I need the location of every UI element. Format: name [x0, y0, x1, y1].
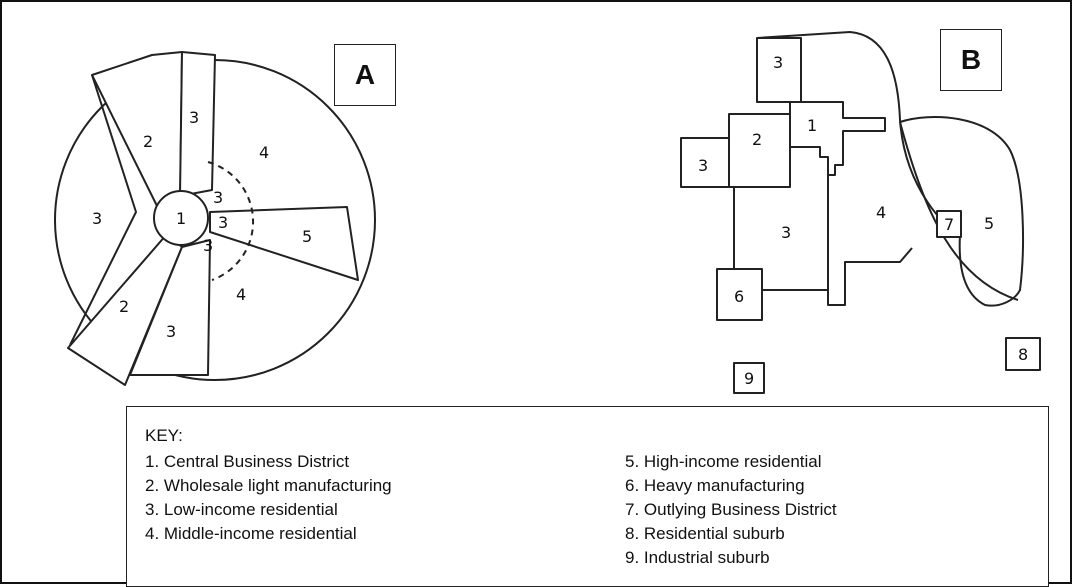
model-a-zone-2-bottom: 2 [119, 297, 129, 316]
model-b-zone-9-box [733, 362, 765, 394]
model-b-zone-9: 9 [744, 369, 754, 388]
model-b-zone-7-box [936, 210, 962, 238]
key-item: 1. Central Business District [145, 452, 350, 471]
model-a-zone-1: 1 [176, 209, 186, 228]
model-a-zone-3-top: 3 [189, 108, 199, 127]
model-a-sector-3-top [179, 51, 216, 197]
key-title: KEY: [145, 426, 183, 445]
model-a-zone-4-upper: 4 [259, 143, 269, 162]
model-b-zone-8-box [1005, 337, 1041, 371]
model-a-zone-3-ring-lower: 3 [203, 236, 213, 255]
key-item: 5. High-income residential [625, 452, 822, 471]
model-a-zone-5: 5 [302, 227, 312, 246]
model-b-zone-6: 6 [734, 287, 744, 306]
key-item: 2. Wholesale light manufacturing [145, 476, 392, 495]
model-a-cbd-circle [153, 190, 209, 246]
model-b-zone-3-east-edge [762, 175, 829, 291]
model-b-zone-3-left: 3 [698, 156, 708, 175]
model-a-zone-3-bottom: 3 [166, 322, 176, 341]
model-b-zone-7: 7 [944, 215, 954, 234]
model-a-sector-diagram: 1 2 2 3 3 3 3 3 3 4 4 5 [54, 51, 376, 386]
model-b-outline-east [756, 31, 1024, 307]
model-a-zone-3-west: 3 [92, 209, 102, 228]
model-a-dashed-arc [207, 161, 255, 281]
key-column-right: 5. High-income residential 6. Heavy manu… [625, 450, 837, 570]
model-b-zone-1-cbd [789, 101, 886, 176]
key-legend: KEY: 1. Central Business District 2. Who… [126, 406, 1049, 587]
model-a-zone-4-lower: 4 [236, 285, 246, 304]
key-item: 7. Outlying Business District [625, 500, 837, 519]
model-b-multiple-nuclei-diagram: 1 2 3 3 3 4 5 6 7 8 9 [680, 31, 1041, 394]
model-a-zone-3-ring-upper: 3 [213, 188, 223, 207]
model-a-zone-2-top: 2 [143, 132, 153, 151]
model-b-zone-3-middle: 3 [781, 223, 791, 242]
model-b-zone-5: 5 [984, 214, 994, 233]
key-column-left: 1. Central Business District 2. Wholesal… [145, 450, 392, 546]
panel-label-a: A [334, 44, 396, 106]
model-b-zone-3-top: 3 [773, 53, 783, 72]
model-b-zone-6-box [716, 268, 763, 321]
model-a-west-boundary [69, 74, 137, 346]
model-b-zone-3-left-box [680, 137, 730, 188]
model-b-zone-3-top-box [756, 37, 802, 103]
model-a-zone-3-ring-middle: 3 [218, 213, 228, 232]
model-b-zone-4: 4 [876, 203, 886, 222]
key-item: 4. Middle-income residential [145, 524, 357, 543]
panel-label-b: B [940, 29, 1002, 91]
model-b-zone-8: 8 [1018, 345, 1028, 364]
model-b-zone-2-box [728, 113, 791, 188]
key-item: 6. Heavy manufacturing [625, 476, 805, 495]
key-item: 9. Industrial suburb [625, 548, 770, 567]
model-b-zone-4-south-edge [827, 247, 913, 306]
key-item: 3. Low-income residential [145, 500, 338, 519]
model-b-zone-1: 1 [807, 116, 817, 135]
model-a-sector-3-bottom [129, 239, 211, 376]
model-a-sector-5 [209, 206, 359, 281]
key-item: 8. Residential suburb [625, 524, 785, 543]
model-b-zone-2: 2 [752, 130, 762, 149]
model-b-zone-5-boundary [899, 121, 1019, 301]
